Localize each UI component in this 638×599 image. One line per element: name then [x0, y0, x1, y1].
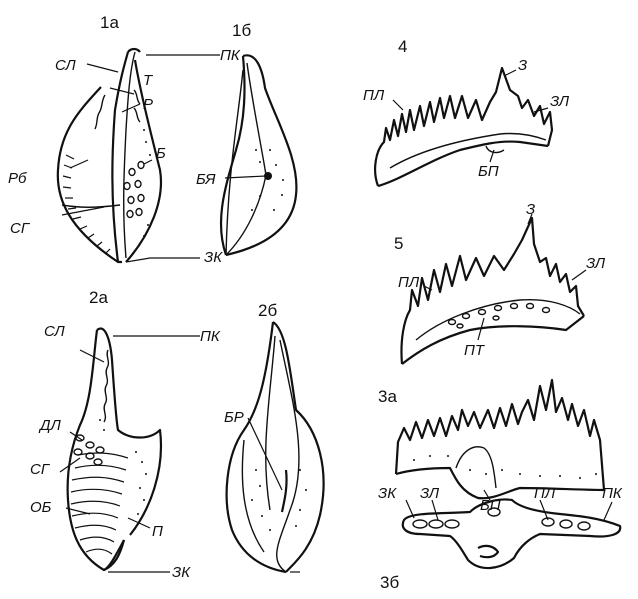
label-5-z: З — [526, 201, 535, 218]
label-1a-zk: ЗК — [204, 249, 223, 266]
label-2a-ob: ОБ — [30, 499, 52, 516]
figure-4 — [375, 68, 552, 186]
label-2a-dl: ДЛ — [38, 417, 62, 434]
figure-3a — [396, 380, 604, 498]
fig-3a-number: 3а — [378, 387, 397, 406]
figure-1a — [58, 49, 220, 262]
fig-4-number: 4 — [398, 37, 407, 56]
label-2a-sl: СЛ — [44, 323, 65, 340]
label-1a-b: Б — [156, 145, 166, 162]
label-2a-pk: ПК — [200, 328, 221, 345]
label-1a-r: Р — [143, 96, 153, 113]
label-1a-sg: СГ — [10, 220, 31, 237]
label-1a-rb: Рб — [8, 170, 27, 187]
label-1a-t: Т — [143, 72, 154, 89]
label-3a-bp: БП — [480, 497, 501, 514]
label-2a-p: П — [152, 523, 163, 540]
label-3a-zl: ЗЛ — [420, 485, 440, 502]
label-4-zl: ЗЛ — [550, 93, 570, 110]
label-4-z: З — [518, 57, 527, 74]
figure-2b — [227, 322, 324, 572]
fig-3b-number: 3б — [380, 573, 399, 592]
figure-5 — [401, 214, 586, 364]
figure-2a — [60, 328, 200, 572]
label-4-bp: БП — [478, 163, 499, 180]
label-1b-bya: БЯ — [196, 171, 216, 188]
label-2b-br: БР — [224, 409, 244, 426]
label-2a-sg: СГ — [30, 461, 51, 478]
label-4-pl: ПЛ — [363, 87, 385, 104]
label-3a-zk: ЗК — [378, 485, 397, 502]
fig-1a-number: 1а — [100, 13, 119, 32]
label-5-pl: ПЛ — [398, 274, 420, 291]
fig-2b-number: 2б — [258, 301, 277, 320]
label-1a-pk: ПК — [220, 47, 241, 64]
label-3a-pk: ПК — [602, 485, 623, 502]
label-2a-zk: ЗК — [172, 564, 191, 581]
fig-1b-number: 1б — [232, 21, 251, 40]
label-5-zl: ЗЛ — [586, 255, 606, 272]
figure-1b — [221, 55, 296, 255]
fig-2a-number: 2а — [89, 288, 108, 307]
label-3a-pl: ПЛ — [534, 485, 556, 502]
figure-labels: 1а ПК СЛ Т Р Б Рб СГ ЗК 1б БЯ 2а ПК СЛ Д… — [8, 13, 623, 592]
label-1a-sl: СЛ — [55, 57, 76, 74]
label-5-pt: ПТ — [464, 342, 486, 359]
fig-5-number: 5 — [394, 234, 403, 253]
